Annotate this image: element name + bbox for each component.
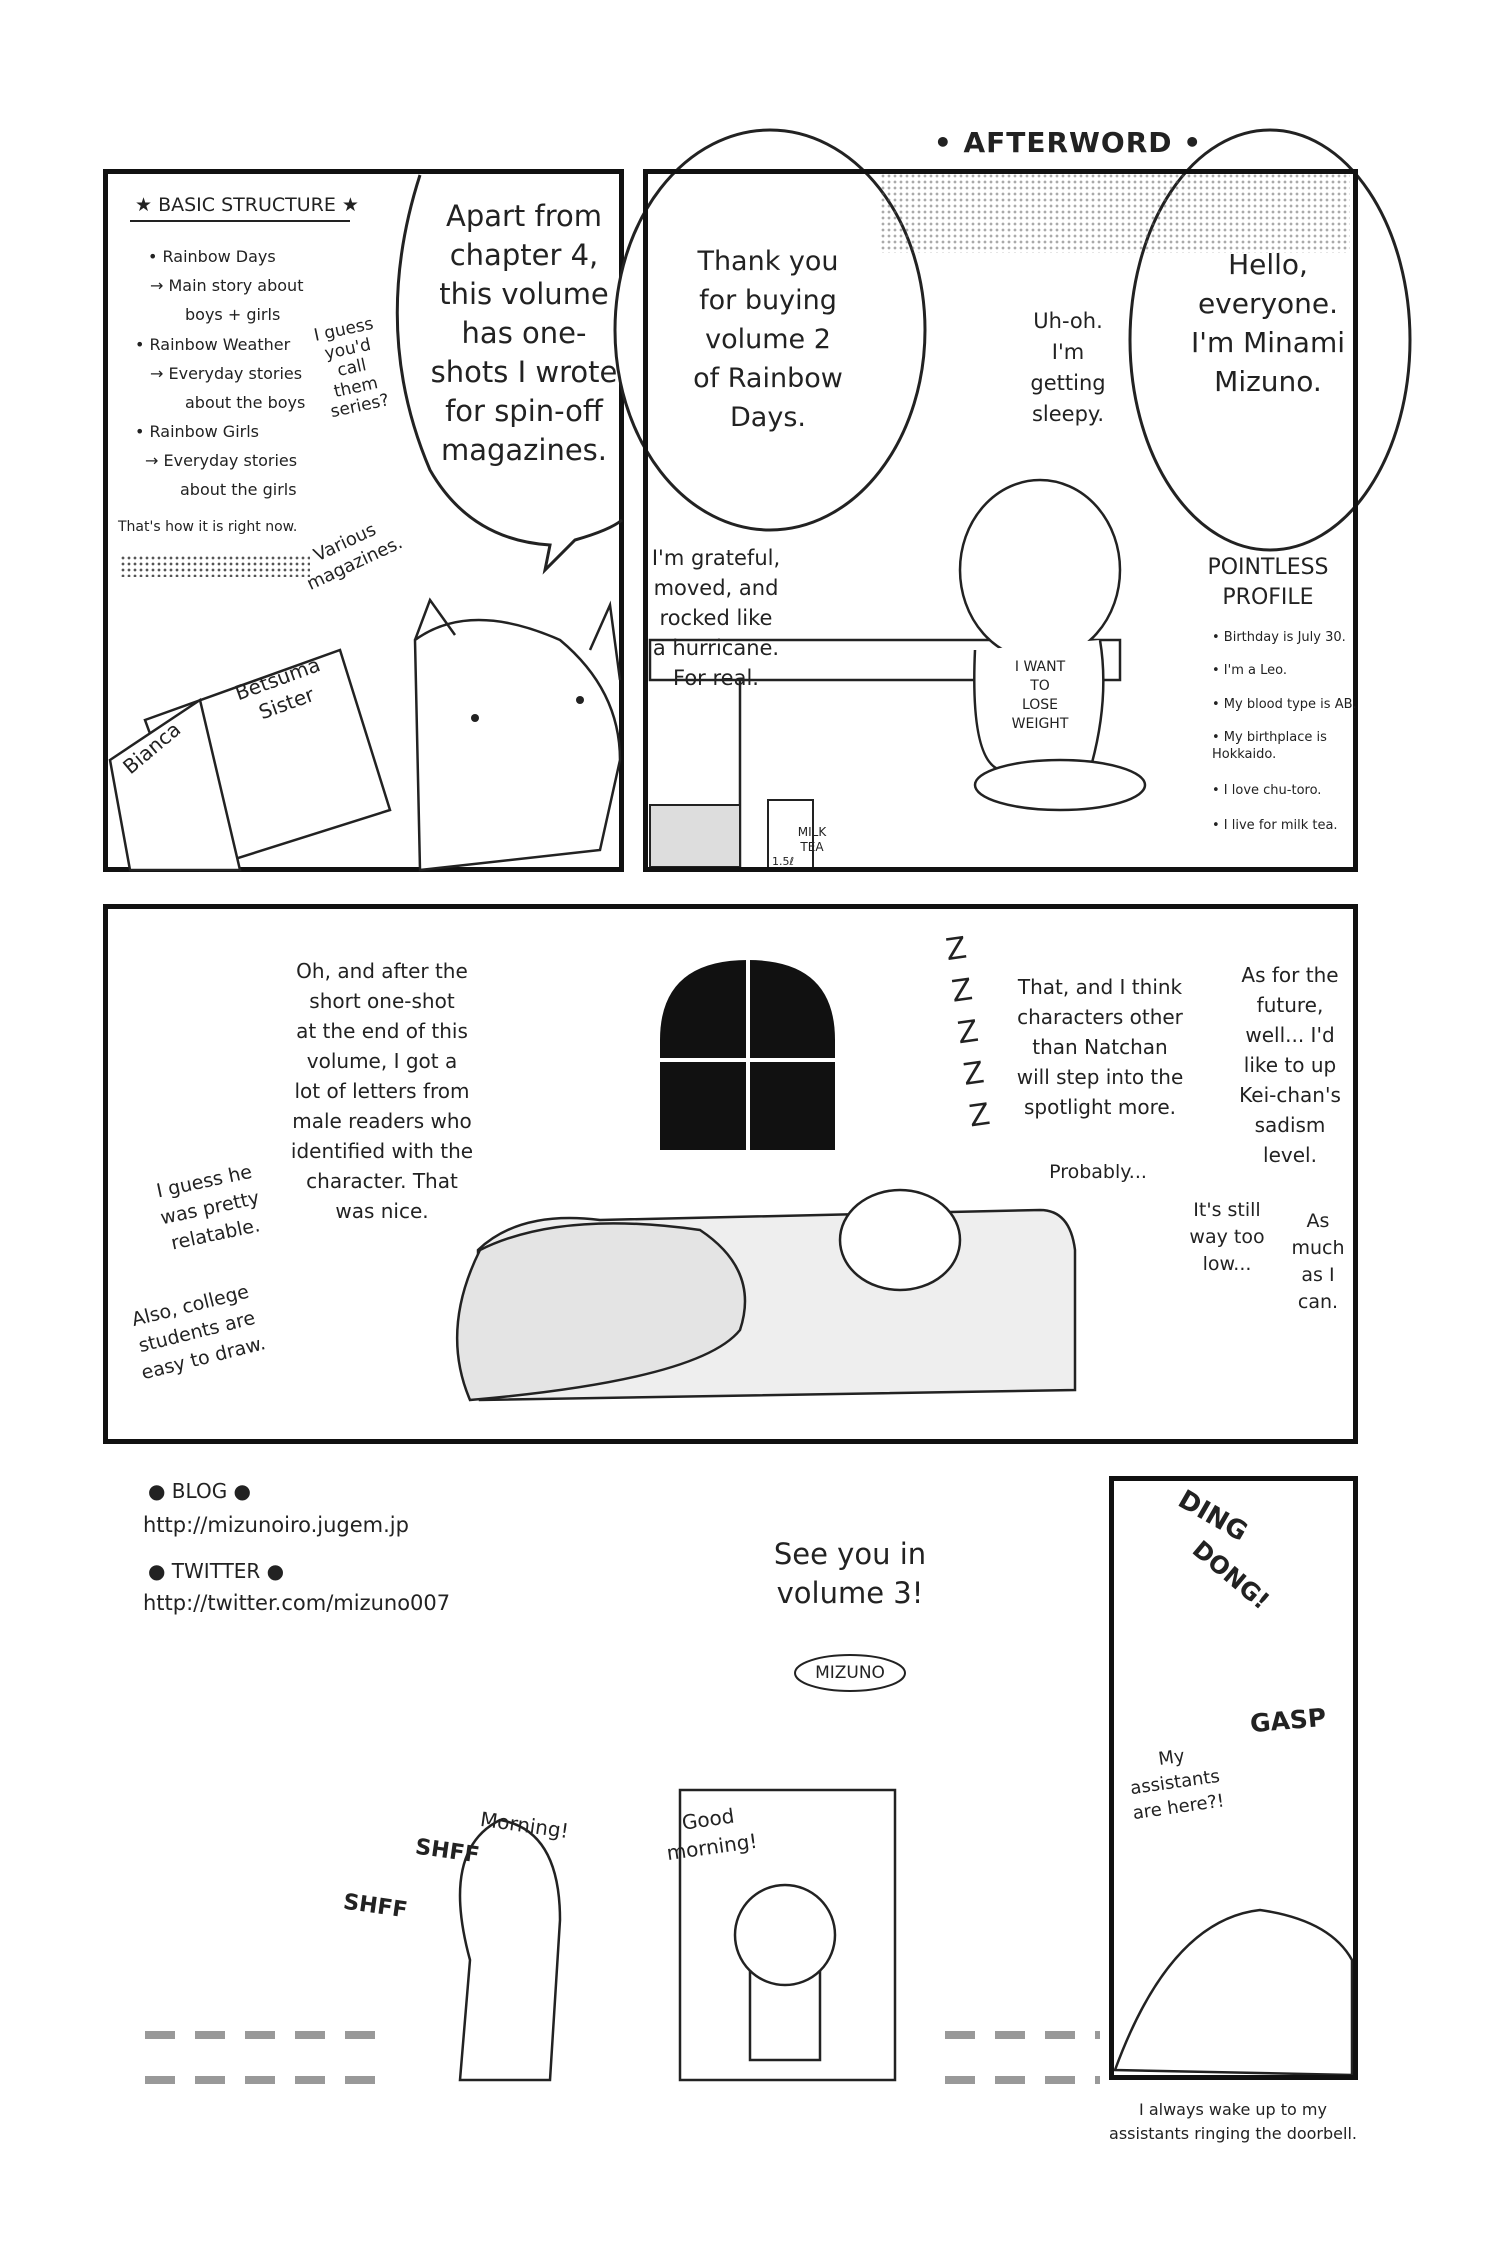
future-text: As for the future, well... I'd like to u… [1239, 963, 1341, 1167]
list-item: • Rainbow Days [148, 247, 276, 266]
shirt-text: I WANT TO LOSE WEIGHT [1011, 659, 1069, 732]
as-much-text: As much as I can. [1291, 1210, 1345, 1313]
list-item: boys + girls [185, 305, 281, 324]
profile-item: • I'm a Leo. [1212, 663, 1287, 678]
profile-item: • Birthday is July 30. [1212, 630, 1346, 645]
list-item: • Rainbow Weather [135, 335, 291, 354]
profile-item: • My blood type is AB. [1212, 697, 1357, 712]
profile-item: • I love chu-toro. [1212, 783, 1322, 798]
grateful-text: I'm grateful, moved, and rocked like a h… [651, 546, 781, 690]
speech-bubble-apart-from: Apart from chapter 4, this volume has on… [430, 199, 618, 467]
list-item: → Everyday stories [145, 451, 298, 470]
speech-bubble-hello: Hello, everyone. I'm Minami Mizuno. [1190, 248, 1346, 398]
blog-url[interactable]: http://mizunoiro.jugem.jp [143, 1513, 409, 1537]
panel-hello [643, 169, 1358, 872]
structure-note: That's how it is right now. [118, 519, 298, 535]
blog-label: ● BLOG ● [148, 1479, 252, 1503]
doorbell-caption: I always wake up to my assistants ringin… [1109, 2100, 1357, 2143]
profile-item: • My birthplace is Hokkaido. [1212, 730, 1327, 762]
list-item: about the boys [185, 393, 306, 412]
panel-doorbell [1109, 1476, 1358, 2080]
sleepy-text: Uh-oh. I'm getting sleepy. [1030, 309, 1106, 426]
list-item: → Main story about [150, 276, 304, 295]
pointless-profile-title: POINTLESS PROFILE [1207, 555, 1329, 610]
assistants-text: My assistants are here?! [1128, 1745, 1226, 1825]
signature: MIZUNO [815, 1663, 885, 1683]
profile-item: • I live for milk tea. [1212, 818, 1338, 833]
basic-structure-heading: ★ BASIC STRUCTURE ★ [135, 194, 359, 216]
probably-text: Probably... [1049, 1161, 1147, 1183]
panel-letters [103, 904, 1358, 1444]
letters-text: Oh, and after the short one-shot at the … [290, 959, 474, 1223]
milk-carton-label: MILK TEA [797, 825, 827, 854]
sfx-gasp: GASP [1248, 1702, 1328, 1739]
list-item: • Rainbow Girls [135, 422, 259, 441]
milk-carton-size: 1.5ℓ [772, 855, 795, 868]
characters-text: That, and I think characters other than … [1016, 975, 1184, 1119]
too-low-text: It's still way too low... [1189, 1199, 1265, 1275]
page-title: • AFTERWORD • [933, 126, 1203, 159]
speech-bubble-thank-you: Thank you for buying volume 2 of Rainbow… [693, 246, 843, 433]
list-item: → Everyday stories [150, 364, 303, 383]
twitter-label: ● TWITTER ● [148, 1559, 285, 1583]
screentone [880, 173, 1350, 253]
twitter-url[interactable]: http://twitter.com/mizuno007 [143, 1591, 451, 1615]
screentone [120, 555, 310, 577]
list-item: about the girls [180, 480, 297, 499]
see-you-text: See you in volume 3! [773, 1537, 927, 1610]
